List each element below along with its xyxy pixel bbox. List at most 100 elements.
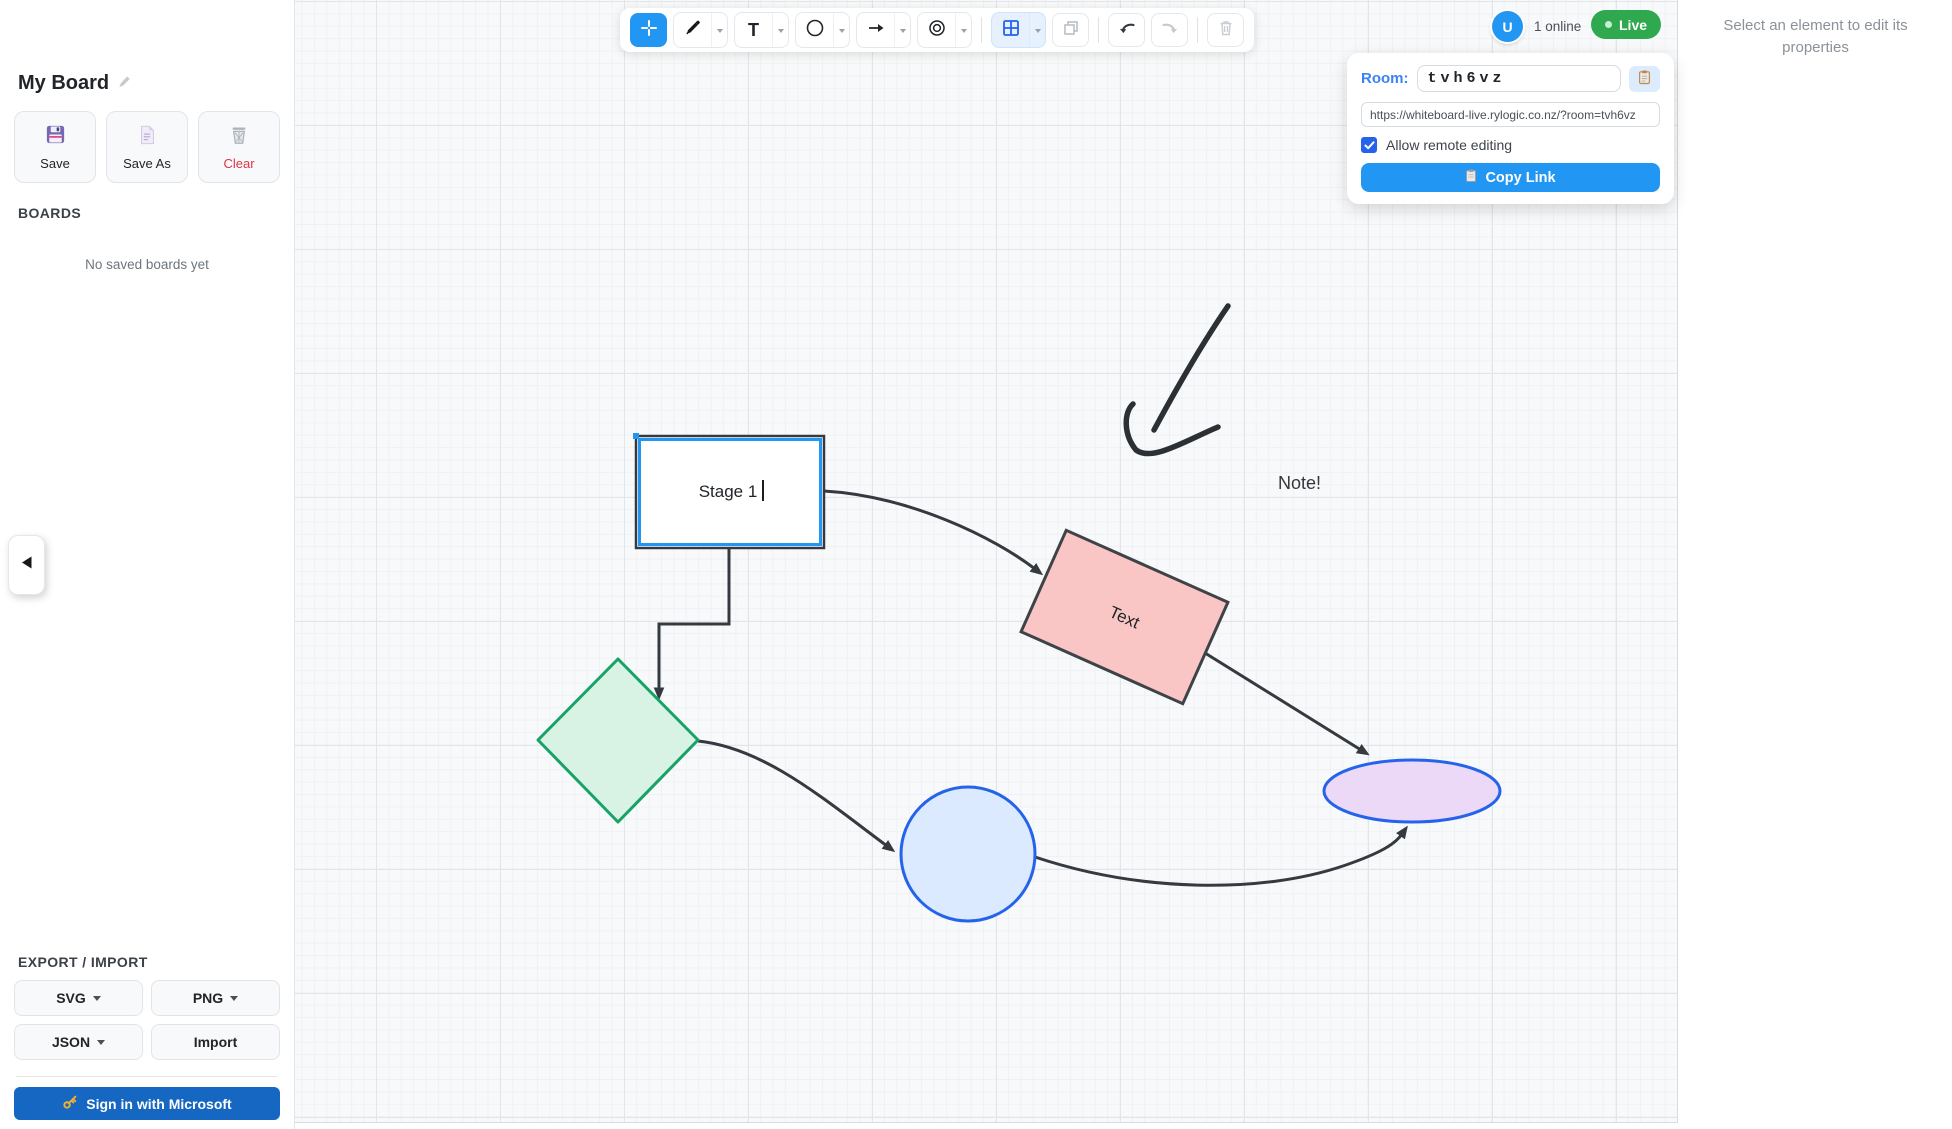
connector-diamond-to-circle[interactable] xyxy=(697,739,896,853)
chevron-down-icon xyxy=(838,28,845,36)
ellipse-tool-button[interactable] xyxy=(796,13,833,47)
board-title-row: My Board xyxy=(18,72,276,95)
stage-rect-group[interactable]: Stage 1 xyxy=(633,433,826,550)
room-code-input[interactable] xyxy=(1416,65,1621,92)
user-avatar[interactable]: U xyxy=(1492,11,1523,42)
ellipse-tool-split xyxy=(795,12,850,48)
copy-link-label: Copy Link xyxy=(1485,169,1556,186)
grid-tool-split xyxy=(991,12,1046,48)
ellipse-tool-dropdown[interactable] xyxy=(833,13,849,47)
chevron-down-icon xyxy=(777,28,784,36)
clear-label: Clear xyxy=(223,155,255,171)
connector-circle-to-ellipse[interactable] xyxy=(1034,825,1408,887)
live-label: Live xyxy=(1619,16,1648,33)
pen-tool-button[interactable] xyxy=(674,13,711,47)
chevron-down-icon xyxy=(230,996,239,1005)
stage-rect-selection-outline xyxy=(638,438,822,546)
spiral-tool-split xyxy=(917,12,972,48)
room-share-panel: Room: Allow remote editing xyxy=(1347,53,1674,204)
concentric-circles-icon xyxy=(927,18,947,43)
note-text[interactable]: Note! xyxy=(1278,473,1321,493)
sidebar-collapse-button[interactable] xyxy=(8,535,45,595)
toolbar-separator xyxy=(1098,17,1099,43)
pink-rect-shape[interactable] xyxy=(1019,528,1230,706)
floppy-icon xyxy=(44,123,67,151)
sidebar: My Board Save xyxy=(0,0,295,1129)
chevron-down-icon xyxy=(92,996,101,1005)
diamond-shape[interactable] xyxy=(536,657,700,824)
clear-button[interactable]: Clear xyxy=(198,111,280,183)
undo-button[interactable] xyxy=(1108,13,1145,47)
save-as-button[interactable]: Save As xyxy=(106,111,188,183)
export-buttons: SVG PNG JSON Import xyxy=(14,980,280,1060)
online-count: 1 online xyxy=(1534,19,1582,34)
edit-pencil-icon[interactable] xyxy=(117,74,132,94)
export-png-button[interactable]: PNG xyxy=(151,980,280,1016)
spiral-tool-button[interactable] xyxy=(918,13,955,47)
room-label: Room: xyxy=(1361,70,1409,87)
chevron-down-icon xyxy=(899,28,906,36)
spiral-tool-dropdown[interactable] xyxy=(955,13,971,47)
export-json-button[interactable]: JSON xyxy=(14,1024,143,1060)
export-png-label: PNG xyxy=(192,990,224,1006)
live-dot-icon xyxy=(1605,21,1612,28)
save-label: Save xyxy=(40,156,70,171)
sign-in-microsoft-button[interactable]: Sign in with Microsoft xyxy=(14,1087,280,1120)
copy-link-button[interactable]: Copy Link xyxy=(1361,163,1660,192)
boards-empty-text: No saved boards yet xyxy=(85,257,209,272)
toolbar-separator xyxy=(1197,17,1198,43)
import-button[interactable]: Import xyxy=(151,1024,280,1060)
connector-stage-to-pink-rect[interactable] xyxy=(823,489,1044,576)
ellipse-shape[interactable] xyxy=(1322,758,1502,824)
chevron-left-icon xyxy=(20,555,34,575)
properties-empty-text: Select an element to edit its properties xyxy=(1723,17,1908,56)
undo-icon xyxy=(1117,18,1137,43)
save-button[interactable]: Save xyxy=(14,111,96,183)
sidebar-divider xyxy=(16,1076,278,1077)
pink-rect-group[interactable]: Text xyxy=(1019,528,1230,706)
delete-button[interactable] xyxy=(1207,13,1244,47)
text-tool-dropdown[interactable] xyxy=(772,13,788,47)
trash-icon xyxy=(1216,18,1236,43)
freehand-arrow-stroke[interactable] xyxy=(1123,303,1231,457)
crosshair-select-icon xyxy=(639,18,659,43)
trash-icon xyxy=(228,124,250,151)
circle-shape[interactable] xyxy=(899,785,1037,923)
import-label: Import xyxy=(193,1034,238,1050)
grid-tool-dropdown[interactable] xyxy=(1029,13,1045,47)
drawing-toolbar: T xyxy=(620,8,1254,52)
share-url-input[interactable] xyxy=(1361,102,1660,127)
pen-tool-split xyxy=(673,12,728,48)
export-svg-button[interactable]: SVG xyxy=(14,980,143,1016)
toolbar-separator xyxy=(981,17,982,43)
arrow-right-icon xyxy=(866,18,886,43)
stage-rect-label: Stage 1 xyxy=(699,482,758,501)
arrow-tool-dropdown[interactable] xyxy=(894,13,910,47)
allow-remote-editing-checkbox[interactable] xyxy=(1361,137,1377,153)
document-icon xyxy=(136,124,158,151)
copy-room-code-button[interactable] xyxy=(1629,65,1660,92)
connector-stage-to-diamond[interactable] xyxy=(653,548,731,701)
chevron-down-icon xyxy=(97,1040,106,1049)
pen-tool-dropdown[interactable] xyxy=(711,13,727,47)
allow-remote-editing-label: Allow remote editing xyxy=(1386,137,1513,153)
text-tool-split: T xyxy=(734,12,789,48)
text-cursor xyxy=(762,480,764,501)
export-import-section: EXPORT / IMPORT SVG PNG JSON Import xyxy=(0,954,294,1129)
duplicate-icon xyxy=(1061,18,1081,43)
text-tool-button[interactable]: T xyxy=(735,13,772,47)
pen-icon xyxy=(683,18,702,42)
chevron-down-icon xyxy=(960,28,967,36)
stage-rect-shape[interactable] xyxy=(634,434,826,550)
redo-button[interactable] xyxy=(1151,13,1188,47)
arrow-tool-button[interactable] xyxy=(857,13,894,47)
save-as-label: Save As xyxy=(123,155,171,171)
connector-pink-rect-to-ellipse[interactable] xyxy=(1204,651,1370,756)
live-status-button[interactable]: Live xyxy=(1591,10,1662,39)
select-tool-button[interactable] xyxy=(630,13,667,47)
export-import-heading: EXPORT / IMPORT xyxy=(18,954,148,970)
grid-toggle-button[interactable] xyxy=(992,13,1029,47)
check-icon xyxy=(1363,140,1375,149)
selection-handle[interactable] xyxy=(633,433,639,439)
duplicate-button[interactable] xyxy=(1052,13,1089,47)
